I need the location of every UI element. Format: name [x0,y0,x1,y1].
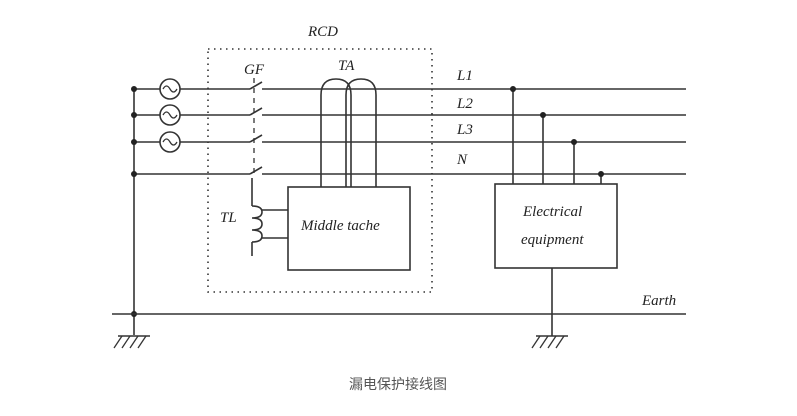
line-label-l1: L1 [456,68,473,84]
line-label-l3: L3 [456,122,473,138]
line-label-n: N [456,152,468,168]
equipment-label-line2: equipment [521,232,584,248]
junction-dot [131,112,137,118]
line-label-l2: L2 [456,96,473,112]
ac-source-l3 [159,131,181,153]
gf-label: GF [244,62,265,78]
junction-dot [598,171,604,177]
junction-dot [131,139,137,145]
ta-label: TA [338,58,355,74]
tl-trip-coil [251,178,288,256]
middle-tache-box [287,186,411,271]
earth-label: Earth [641,293,676,309]
middle-tache-label: Middle tache [300,218,380,234]
ac-source-l2 [159,104,181,126]
rcd-enclosure [207,48,433,293]
ta-transformer [320,78,377,187]
rcd-label: RCD [307,24,338,40]
diagram-caption: 漏电保护接线图 [349,376,447,393]
tl-label: TL [220,210,237,226]
junction-dot [131,86,137,92]
junction-dot [540,112,546,118]
junction-dot [510,86,516,92]
electrical-equipment-box [494,183,618,269]
ground-symbol-right [531,335,568,349]
gf-switch [249,78,263,175]
junction-dot [571,139,577,145]
ground-symbol-left [113,335,150,349]
junction-dot [131,171,137,177]
equipment-label-line1: Electrical [522,204,582,220]
ac-source-l1 [159,78,181,100]
